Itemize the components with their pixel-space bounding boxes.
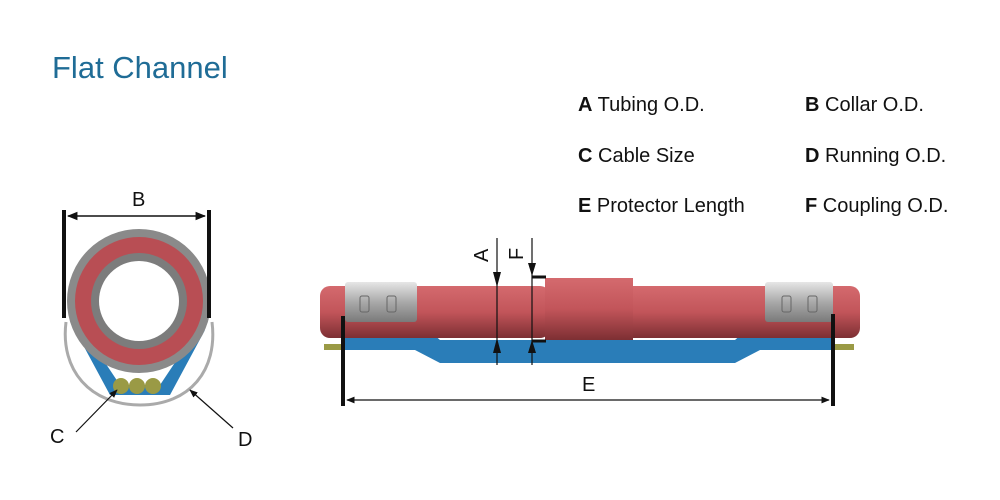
dim-f-arrow-top: [528, 263, 536, 276]
cable-stub-left: [324, 344, 344, 350]
legend-key: E: [578, 195, 592, 217]
legend-item-f: F Coupling O.D.: [805, 195, 948, 218]
side-view: A F E: [320, 238, 860, 406]
clamp-slot: [781, 295, 792, 313]
legend-key: D: [805, 145, 820, 167]
legend-label: Running O.D.: [825, 145, 947, 167]
coupling: [545, 278, 633, 340]
page-title: Flat Channel: [52, 50, 228, 85]
clamp-right: [765, 282, 833, 322]
label-b: B: [132, 189, 145, 211]
leader-d: [189, 389, 234, 429]
legend-label: Collar O.D.: [825, 94, 924, 116]
legend-label: Tubing O.D.: [597, 94, 705, 116]
clamp-slot: [386, 295, 397, 313]
legend-label: Protector Length: [596, 195, 745, 217]
channel-body: [75, 330, 205, 395]
label-a: A: [471, 248, 493, 262]
legend-key: B: [805, 94, 820, 116]
label-f: F: [506, 248, 528, 260]
label-e: E: [582, 374, 595, 396]
cable-stub-right: [834, 344, 854, 350]
label-d: D: [238, 429, 252, 451]
legend-key: C: [578, 145, 593, 167]
running-od-outline: [63, 321, 215, 407]
cable-conductor: [145, 378, 161, 394]
clamp-left: [345, 282, 417, 322]
dim-a-arrow-top: [493, 272, 501, 287]
label-c: C: [50, 426, 64, 448]
legend-item-d: D Running O.D.: [805, 145, 946, 168]
dim-a-arrow-bottom: [493, 338, 501, 353]
clamp-slot: [359, 295, 370, 313]
legend-label: Cable Size: [598, 145, 695, 167]
legend-label: Coupling O.D.: [822, 195, 949, 217]
cable-conductor: [129, 378, 145, 394]
legend-item-e: E Protector Length: [578, 195, 745, 218]
legend-key: F: [805, 195, 818, 217]
legend-item-a: A Tubing O.D.: [578, 94, 705, 117]
leader-c: [75, 389, 118, 433]
legend-key: A: [578, 94, 593, 116]
clamp-slot: [807, 295, 818, 313]
legend-item-c: C Cable Size: [578, 145, 695, 168]
tubing-bore: [99, 261, 179, 341]
end-view: B C D: [50, 189, 252, 451]
channel-body: [344, 318, 832, 363]
legend-item-b: B Collar O.D.: [805, 94, 924, 117]
dim-f-arrow-bottom: [528, 340, 536, 353]
